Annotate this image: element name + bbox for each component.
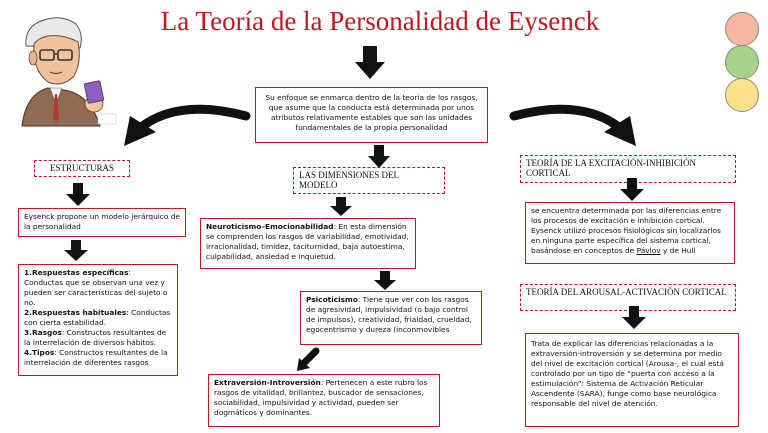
down-arrow-icon [64,240,88,261]
arousal-heading: TEORÍA DEL AROUSAL-ACTIVACIÓN CORTICAL [520,284,736,311]
level-item: 1.Respuestas específicas: Conductas que … [24,268,168,307]
estructuras-levels-box: 1.Respuestas específicas: Conductas que … [18,264,178,376]
down-arrow-icon [330,197,352,216]
level-item: 2.Respuestas habituales: Conductas con c… [24,307,171,327]
extraversion-text: : Pertenecen a este rubro los rasgos de … [214,378,428,417]
arousal-text: Trata de explicar las diferencias relaci… [531,339,724,408]
arousal-box: Trata de explicar las diferencias relaci… [525,333,739,427]
extraversion-box: Extraversión-Introversión: Pertenecen a … [208,374,440,427]
dimensiones-heading: LAS DIMENSIONES DEL MODELO [293,167,445,194]
level-item: 3.Rasgos: Constructos resultantes de la … [24,327,167,347]
down-arrow-icon [620,178,644,201]
intro-box: Su enfoque se enmarca dentro de la teorí… [255,87,488,143]
down-arrow-icon [368,145,390,168]
estructuras-model-box: Eysenck propone un modelo jerárquico de … [18,208,186,237]
psicoticismo-box: Psicoticismo: Tiene que ver con los rasg… [300,291,482,345]
neuroticismo-term: Neuroticismo–Emocionabilidad [206,222,334,231]
circle-yellow [725,78,759,112]
intro-text: Su enfoque se enmarca dentro de la teorí… [265,93,478,132]
neuroticismo-box: Neuroticismo–Emocionabilidad: En esta di… [200,218,416,269]
neuroticismo-text: : En esta dimensión se comprenden los ra… [206,222,409,261]
down-arrow-icon [622,306,646,329]
page-title: La Teoría de la Personalidad de Eysenck [160,6,600,36]
estructuras-model-text: Eysenck propone un modelo jerárquico de … [24,212,180,231]
extraversion-term: Extraversión-Introversión [214,378,321,387]
curved-arrow-left-icon [124,104,251,146]
circle-orange [725,12,759,46]
down-arrow-icon [355,46,385,79]
excitacion-box: se encuentra determinada por las diferen… [525,202,735,264]
psicoticismo-text: : Tiene que ver con los rasgos de agresi… [306,295,472,334]
level-item: 4.Tipos: Constructos resultantes de la i… [24,347,168,367]
down-arrow-icon [66,183,90,206]
psicoticismo-term: Psicoticismo [306,295,358,304]
curved-arrow-right-icon [509,104,636,146]
down-arrow-icon [374,271,396,290]
eysenck-portrait-illustration [21,17,117,127]
circle-green [725,45,759,79]
diagonal-arrow-icon [297,347,320,371]
pavlov-link[interactable]: Pávlov [636,245,661,255]
excitacion-text: se encuentra determinada por las diferen… [531,206,722,255]
estructuras-heading: ESTRUCTURAS [34,160,130,177]
